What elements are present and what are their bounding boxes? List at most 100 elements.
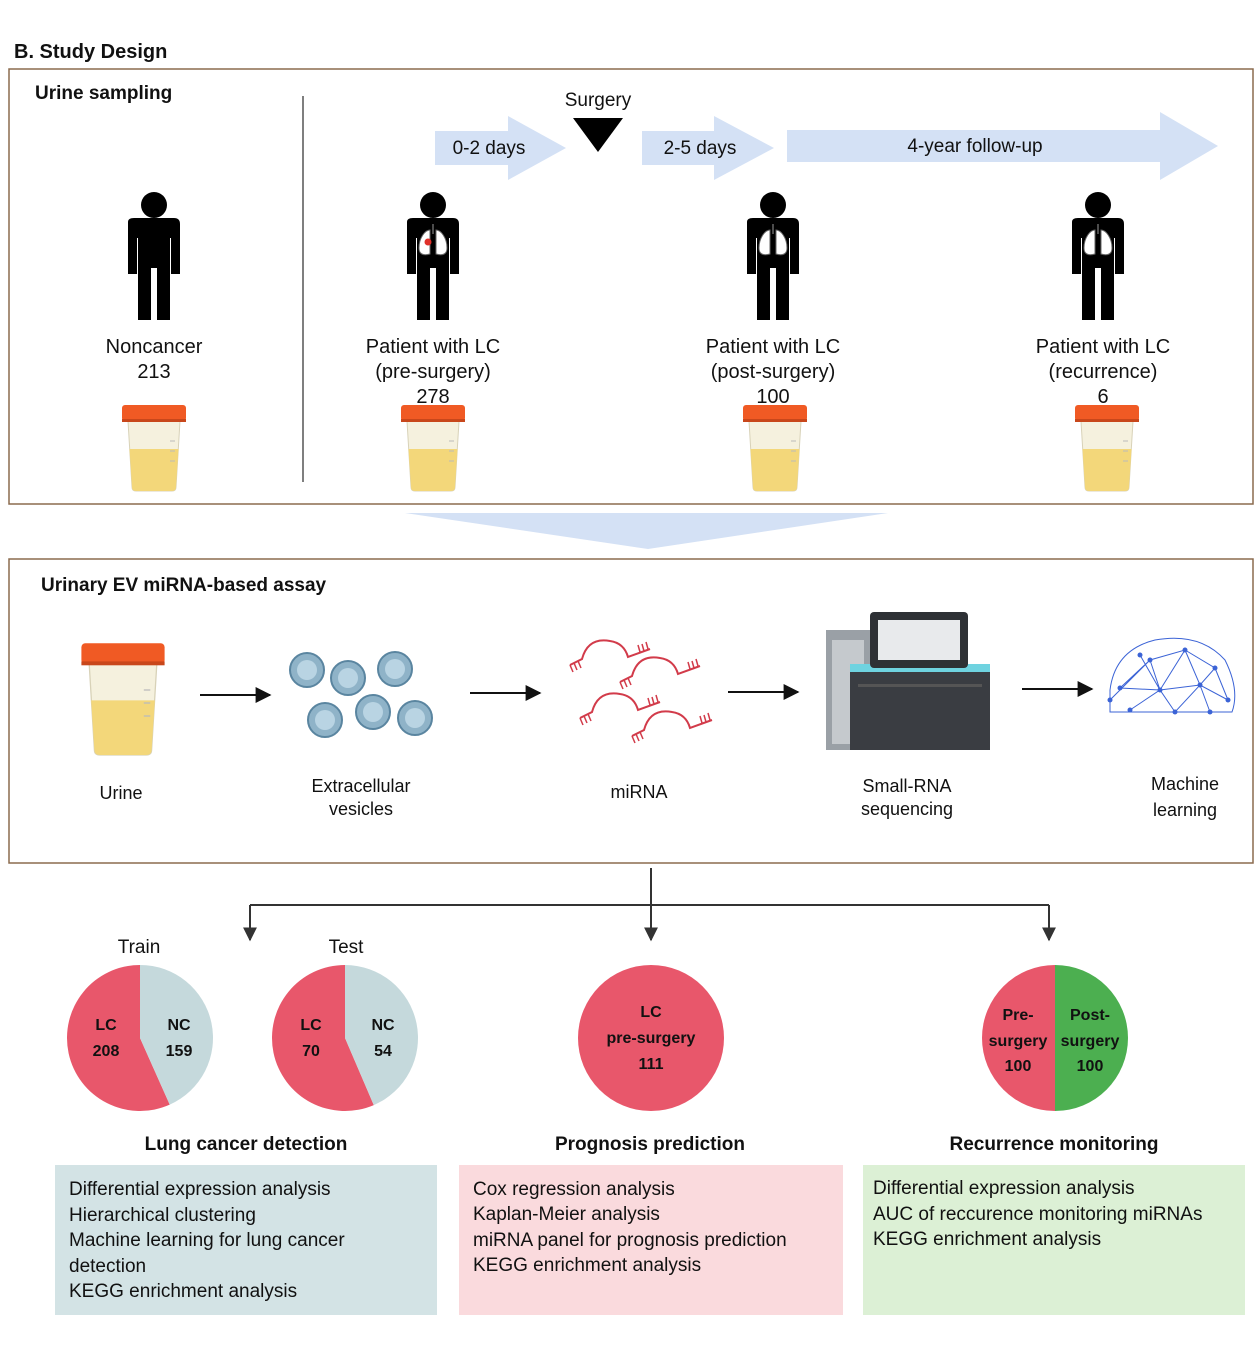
list-item: Differential expression analysis: [69, 1179, 331, 1200]
step-label-vesicles: Extracellular: [311, 776, 410, 796]
step-label-urine: Urine: [99, 783, 142, 803]
list-item: KEGG enrichment analysis: [473, 1255, 701, 1276]
pie-recurrence: Pre- surgery 100 Post- surgery 100: [982, 965, 1128, 1111]
step-label-vesicles-2: vesicles: [329, 799, 393, 819]
group-name: Patient with LC: [1036, 336, 1171, 358]
pie-value-lc: 70: [302, 1043, 320, 1060]
noncancer-person-icon: [128, 192, 180, 320]
pie-label-nc: NC: [167, 1017, 191, 1034]
list-item: AUC of reccurence monitoring miRNAs: [873, 1204, 1202, 1225]
timeline-arrow-2-5-days: [642, 116, 774, 180]
group-name: Patient with LC: [366, 336, 501, 358]
pie-slice-lc: [271, 965, 374, 1111]
pie-label-post-2: surgery: [1061, 1033, 1120, 1050]
patient-pre-surgery-icon: [407, 192, 459, 320]
list-item: detection: [69, 1256, 146, 1277]
group-pre-surgery: Patient with LC (pre-surgery) 278: [366, 336, 501, 408]
pie-value: 111: [639, 1056, 664, 1073]
list-item: Hierarchical clustering: [69, 1205, 256, 1226]
pie-label-pre-1: Pre-: [1002, 1007, 1033, 1024]
surgery-marker-icon: [573, 118, 623, 152]
list-item: miRNA panel for prognosis prediction: [473, 1230, 787, 1251]
train-label: Train: [118, 937, 161, 958]
pie-slice-lc: [66, 965, 170, 1111]
panel-box-detection: [55, 1165, 437, 1315]
step-label-mirna: miRNA: [611, 782, 668, 802]
timeline-label-follow-up: 4-year follow-up: [907, 136, 1042, 157]
urine-cup-icon: [1074, 404, 1140, 492]
assay-urine-cup-icon: [80, 642, 166, 756]
pie-slice-pre-surgery: [982, 965, 1055, 1111]
panel-title-prognosis: Prognosis prediction: [555, 1134, 745, 1155]
pie-value-nc: 159: [166, 1043, 193, 1060]
group-count: 6: [1097, 386, 1108, 408]
pie-value-lc: 208: [93, 1043, 120, 1060]
mirna-icon: [569, 639, 713, 744]
step-label-ml: Machine: [1151, 774, 1219, 794]
group-count: 100: [756, 386, 789, 408]
urine-cup-icon: [400, 404, 466, 492]
group-sub: (pre-surgery): [375, 361, 491, 383]
urine-cup-icon: [742, 404, 808, 492]
panel-title-recurrence: Recurrence monitoring: [949, 1134, 1158, 1155]
panel-list-detection: Differential expression analysis Hierarc…: [69, 1179, 345, 1302]
panel-box-recurrence: [863, 1165, 1245, 1315]
surgery-label: Surgery: [565, 90, 632, 111]
pie-label-lc: LC: [300, 1017, 322, 1034]
pie-slice-nc: [140, 965, 213, 1105]
pie-value-nc: 54: [374, 1043, 392, 1060]
sequencer-icon: [826, 612, 990, 750]
pie-label-lc: LC: [95, 1017, 117, 1034]
pie-test: LC 70 NC 54: [271, 965, 418, 1111]
group-name: Noncancer: [106, 336, 203, 358]
list-item: Differential expression analysis: [873, 1178, 1135, 1199]
timeline-arrow-follow-up: [787, 112, 1218, 180]
group-count: 213: [137, 361, 170, 383]
list-item: Cox regression analysis: [473, 1179, 675, 1200]
group-sub: (post-surgery): [711, 361, 835, 383]
pie-value-post: 100: [1077, 1058, 1104, 1075]
pie-slice-post-surgery: [1055, 965, 1128, 1111]
urine-sampling-heading: Urine sampling: [35, 83, 172, 104]
group-sub: (recurrence): [1049, 361, 1158, 383]
group-noncancer: Noncancer 213: [106, 336, 203, 383]
pie-label-line2: pre-surgery: [607, 1030, 696, 1047]
timeline-label-0-2-days: 0-2 days: [453, 138, 526, 159]
group-name: Patient with LC: [706, 336, 841, 358]
panel-list-recurrence: Differential expression analysis AUC of …: [873, 1178, 1202, 1250]
timeline-label-2-5-days: 2-5 days: [664, 138, 737, 159]
list-item: KEGG enrichment analysis: [873, 1229, 1101, 1250]
pie-slice-nc: [345, 965, 418, 1106]
step-label-ml-2: learning: [1153, 800, 1217, 820]
panel-box-prognosis: [459, 1165, 843, 1315]
pie-label-pre-2: surgery: [989, 1033, 1048, 1050]
output-connectors: [243, 868, 1056, 942]
step-label-sequencing-2: sequencing: [861, 799, 953, 819]
group-recurrence: Patient with LC (recurrence) 6: [1036, 336, 1171, 408]
assay-frame: [8, 558, 1254, 864]
flow-down-arrow: [405, 513, 888, 549]
list-item: KEGG enrichment analysis: [69, 1281, 297, 1302]
group-post-surgery: Patient with LC (post-surgery) 100: [706, 336, 841, 408]
pie-prognosis: LC pre-surgery 111: [578, 965, 724, 1111]
urine-sampling-frame: [8, 68, 1254, 505]
group-count: 278: [416, 386, 449, 408]
timeline-arrow-0-2-days: [435, 116, 566, 180]
test-label: Test: [329, 937, 365, 958]
pie-slice-lc-pre-surgery: [578, 965, 724, 1111]
machine-learning-icon: [1107, 637, 1236, 715]
list-item: Machine learning for lung cancer: [69, 1230, 345, 1251]
list-item: Kaplan-Meier analysis: [473, 1204, 660, 1225]
panel-title-detection: Lung cancer detection: [145, 1134, 348, 1155]
assay-heading: Urinary EV miRNA-based assay: [41, 575, 327, 596]
step-label-sequencing: Small-RNA: [862, 776, 951, 796]
patient-recurrence-icon: [1072, 192, 1124, 320]
panel-list-prognosis: Cox regression analysis Kaplan-Meier ana…: [473, 1179, 787, 1276]
pie-value-pre: 100: [1005, 1058, 1032, 1075]
figure-title: B. Study Design: [14, 41, 167, 63]
pie-label-post-1: Post-: [1070, 1007, 1110, 1024]
patient-post-surgery-icon: [747, 192, 799, 320]
pie-label-line1: LC: [640, 1004, 662, 1021]
pie-train: LC 208 NC 159: [66, 965, 213, 1111]
